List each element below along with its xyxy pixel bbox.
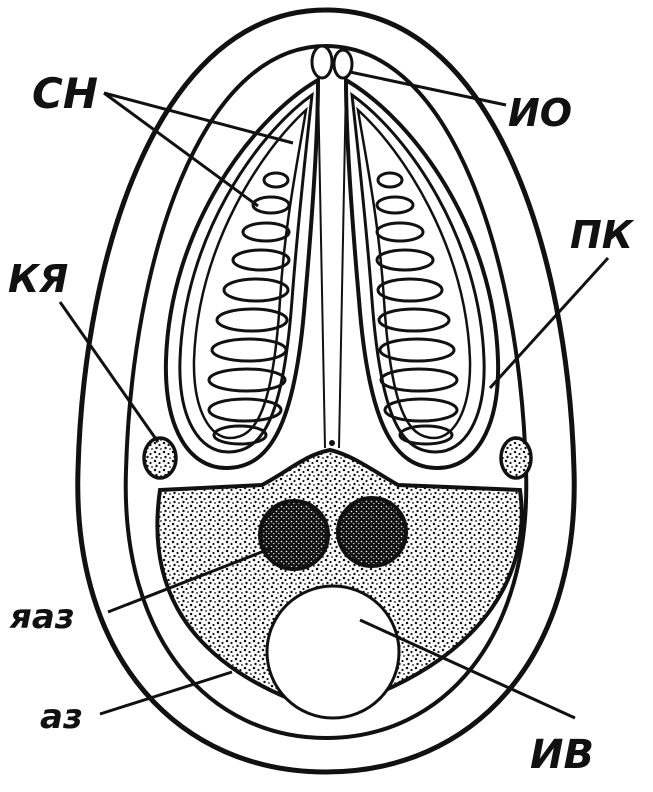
label-amoeboid-germ: аз	[40, 697, 83, 737]
label-polar-filament: СН	[32, 69, 98, 118]
label-amoeboid-nuclei: яаз	[9, 597, 75, 637]
label-iodinophilous-vacuole: ИВ	[530, 732, 594, 778]
nucleus-left	[260, 501, 328, 569]
nucleus-right	[338, 498, 406, 566]
capsulogenic-nucleus-left	[144, 438, 176, 478]
inner-vacuole	[267, 586, 399, 718]
capsulogenic-nucleus-right	[501, 438, 531, 478]
label-discharge-opening: ИО	[508, 91, 572, 135]
intercapsular-dot	[329, 440, 335, 446]
label-polar-capsule: ПК	[570, 213, 635, 257]
label-capsulogenic-nucleus: КЯ	[8, 257, 68, 301]
